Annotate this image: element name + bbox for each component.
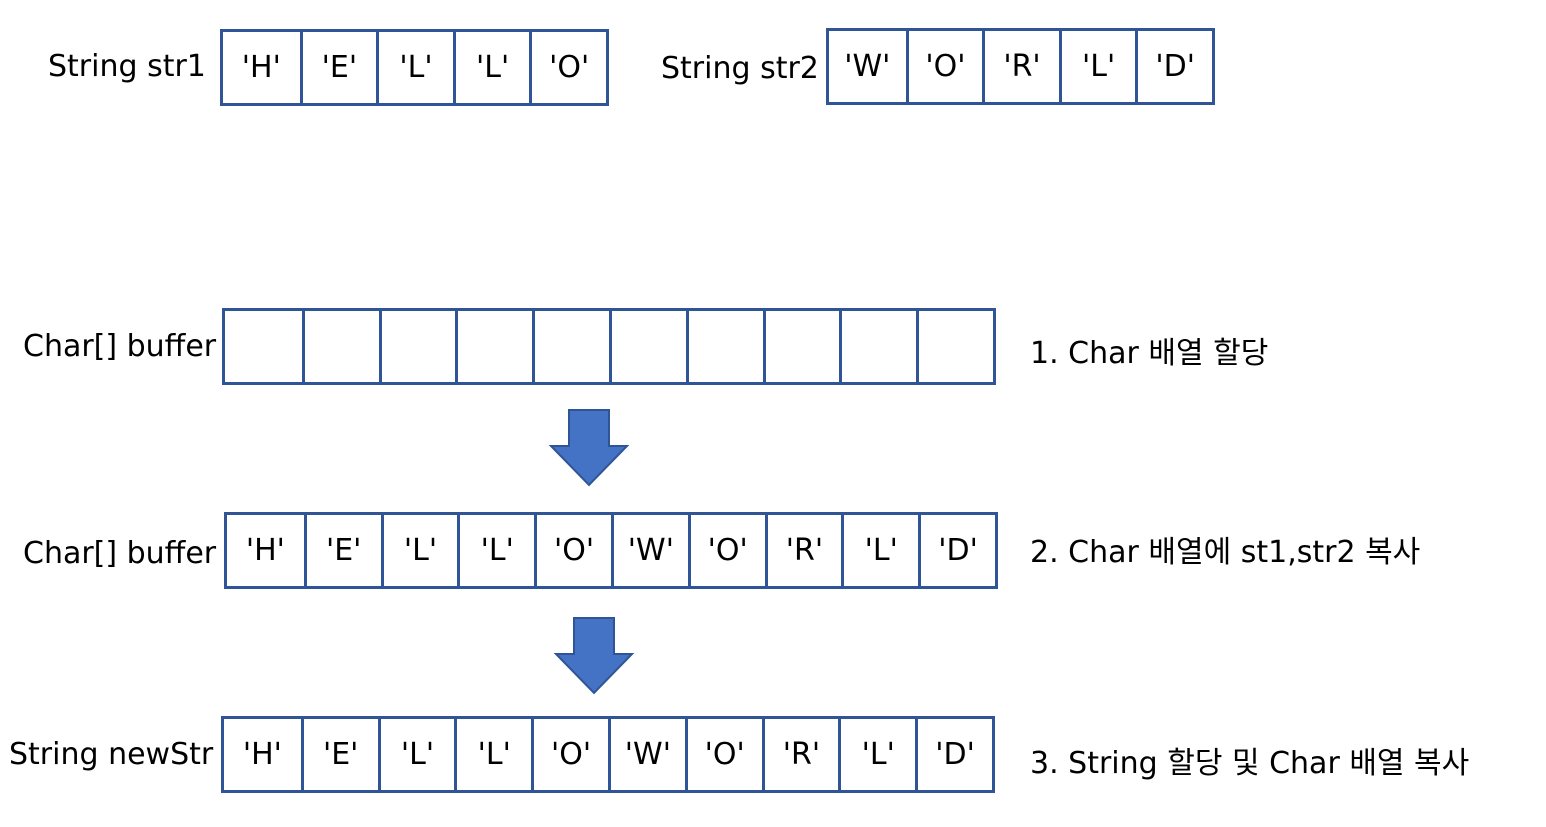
array-cell (378, 311, 456, 382)
array-cell: 'E' (300, 719, 378, 790)
array-cell: 'O' (534, 515, 611, 586)
new-str-label: String newStr (9, 737, 214, 772)
array-cell: 'O' (687, 515, 765, 586)
str1-label: String str1 (48, 49, 206, 84)
array-cell (916, 311, 993, 382)
array-cell: 'L' (841, 515, 918, 586)
array-cell: 'R' (761, 719, 839, 790)
array-cell (839, 311, 916, 382)
array-cell: 'O' (531, 719, 608, 790)
down-arrow-icon (553, 617, 635, 695)
buffer-filled-label: Char[] buffer (23, 536, 217, 571)
array-cell: 'L' (838, 719, 915, 790)
array-cell: 'H' (245, 533, 285, 568)
array-cell (455, 311, 532, 382)
str1-array: 'H''E''L''L''O' (220, 29, 609, 106)
array-cell (762, 311, 840, 382)
array-cell (608, 311, 686, 382)
array-cell: 'L' (457, 515, 534, 586)
array-cell: 'H' (241, 50, 281, 85)
array-cell: 'L' (454, 719, 531, 790)
array-cell: 'W' (610, 515, 688, 586)
new-str-array: 'H''E''L''L''O''W''O''R''L''D' (221, 716, 995, 793)
array-cell: 'E' (299, 32, 377, 103)
buffer-empty-label: Char[] buffer (23, 329, 217, 364)
array-cell: 'W' (607, 719, 685, 790)
array-cell: 'L' (377, 719, 455, 790)
array-cell: 'L' (380, 515, 458, 586)
array-cell: 'L' (452, 32, 530, 103)
array-cell: 'R' (764, 515, 842, 586)
step-2-label: 2. Char 배열에 st1,str2 복사 (1030, 535, 1421, 570)
array-cell: 'D' (915, 719, 992, 790)
array-cell (225, 311, 302, 382)
buffer-filled-array: 'H''E''L''L''O''W''O''R''L''D' (224, 512, 998, 589)
array-cell: 'L' (1058, 31, 1136, 102)
array-cell: 'D' (918, 515, 995, 586)
str2-array: 'W' 'O''R''L''D' (826, 28, 1215, 105)
str2-label: String str2 (661, 51, 819, 86)
array-cell: 'E' (303, 515, 381, 586)
array-cell: 'O' (529, 32, 606, 103)
step-1-label: 1. Char 배열 할당 (1030, 336, 1269, 371)
step-3-label: 3. String 할당 및 Char 배열 복사 (1030, 746, 1470, 781)
array-cell: 'H' (242, 737, 282, 772)
array-cell (685, 311, 763, 382)
array-cell: 'L' (376, 32, 453, 103)
down-arrow-icon (548, 409, 630, 487)
array-cell (301, 311, 379, 382)
array-cell: 'O' (684, 719, 762, 790)
array-cell: 'R' (982, 31, 1059, 102)
array-cell (532, 311, 609, 382)
array-cell: 'W' (844, 49, 891, 84)
array-cell: 'O' (905, 31, 983, 102)
array-cell: 'D' (1135, 31, 1212, 102)
buffer-empty-array (222, 308, 996, 385)
